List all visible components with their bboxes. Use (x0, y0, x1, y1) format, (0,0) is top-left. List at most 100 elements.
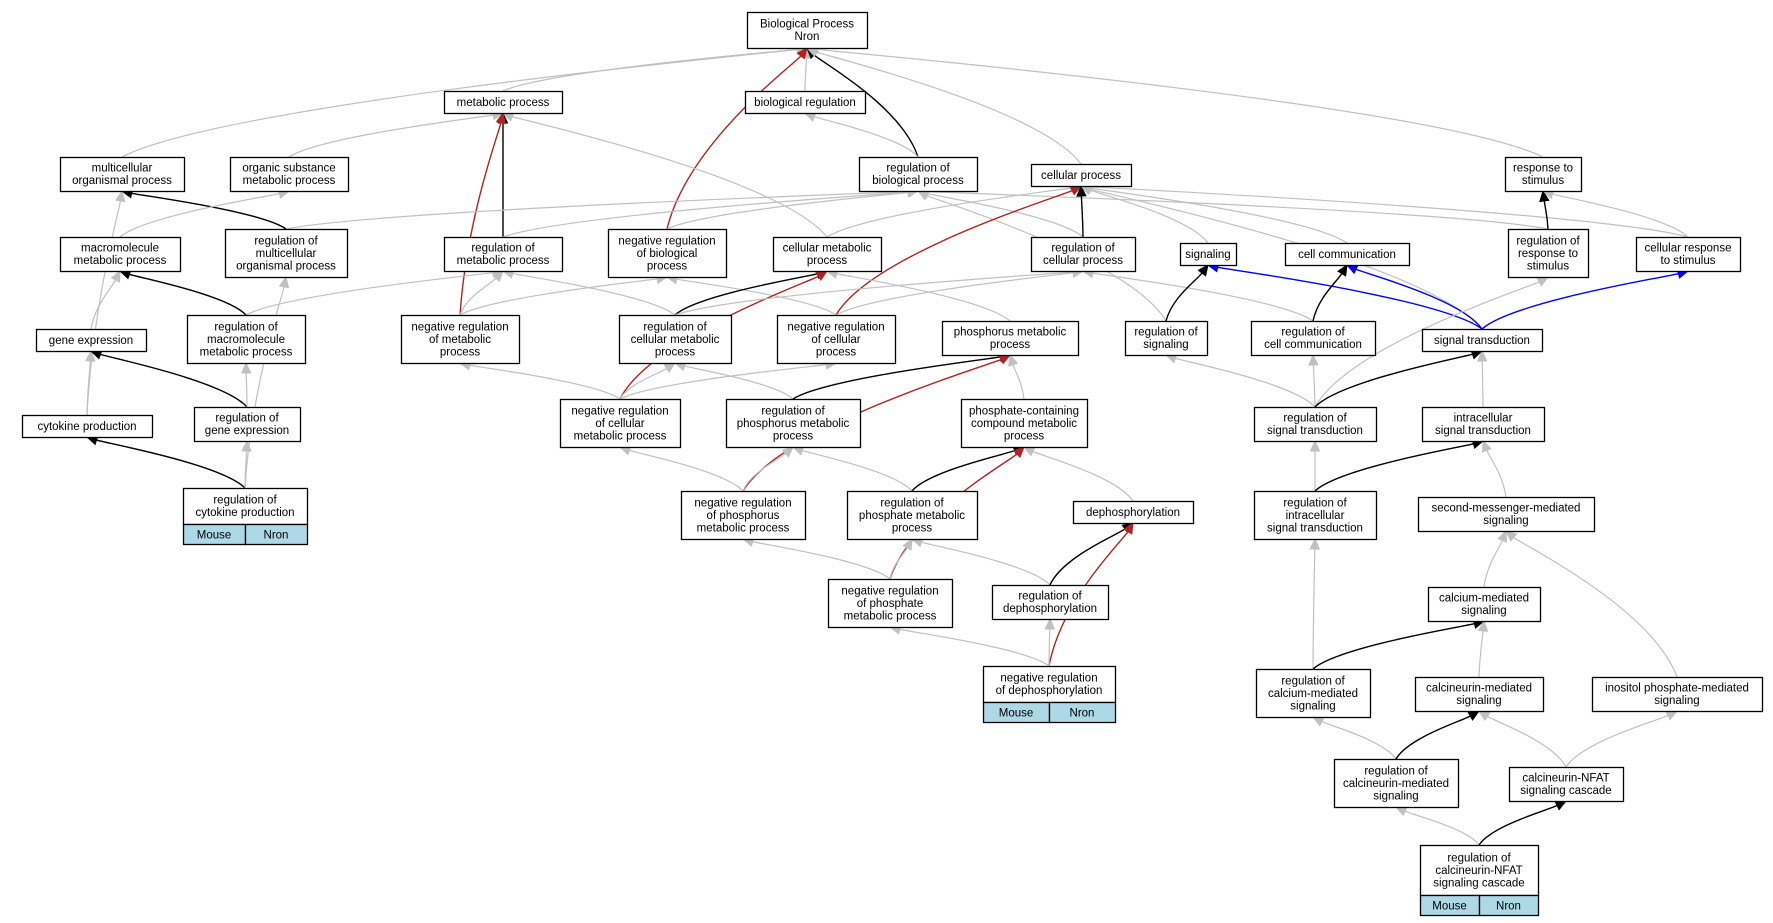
edge-arrowhead (815, 270, 829, 282)
edge-arrowhead (115, 189, 126, 203)
node-breg[interactable]: biological regulation (744, 90, 867, 115)
species-cell-label: Nron (264, 530, 289, 542)
node-label: second-messenger-mediated (1432, 503, 1581, 515)
edge-line (245, 372, 248, 408)
node-label: of metabolic (429, 334, 491, 346)
edge (805, 44, 1544, 158)
edge-arrowhead (1123, 521, 1134, 535)
node-label: signaling cascade (1433, 877, 1524, 889)
edge (889, 537, 913, 580)
edge-line (1312, 364, 1316, 408)
node-box (772, 236, 883, 273)
edge-line (666, 191, 909, 230)
node-box (982, 665, 1117, 704)
node-deph[interactable]: dephosphorylation (1072, 500, 1195, 525)
node-label: regulation of (215, 413, 279, 425)
node-mp[interactable]: metabolic process (443, 90, 564, 115)
edge-line (742, 453, 786, 492)
node-st[interactable]: signal transduction (1421, 328, 1544, 353)
edge-line (813, 54, 919, 158)
edge-arrowhead (1337, 263, 1348, 277)
node-label: multicellular (92, 163, 153, 175)
edge (459, 273, 669, 316)
edge-arrowhead (240, 361, 252, 374)
node-box (443, 236, 564, 273)
node-label: biological regulation (754, 97, 856, 109)
edge-line (502, 191, 909, 238)
node-label: macromolecule (81, 243, 159, 255)
node-label: regulation of (1364, 765, 1428, 777)
edge-line (119, 193, 280, 238)
node-cp[interactable]: cellular process (1030, 163, 1133, 188)
edge-line (792, 356, 1001, 400)
node-label: cell communication (1264, 339, 1362, 351)
edge (665, 274, 837, 316)
node-label: cellular process (1041, 170, 1121, 182)
node-box (224, 228, 349, 279)
node-label: inositol phosphate-mediated (1605, 683, 1749, 695)
edge-line (1314, 281, 1540, 408)
edge-line (90, 279, 117, 330)
node-rcnms[interactable]: regulation ofcalcineurin-mediatedsignali… (1333, 758, 1460, 809)
node-label: cellular response (1645, 243, 1732, 255)
edge-line (121, 48, 798, 158)
species-cell (244, 523, 309, 546)
node-label: metabolic process (457, 97, 550, 109)
node-cc[interactable]: cell communication (1284, 242, 1411, 267)
node-label: process (990, 339, 1031, 351)
node-sig[interactable]: signaling (1179, 242, 1238, 267)
node-cyt[interactable]: cytokine production (21, 414, 154, 439)
edge-line (815, 51, 1082, 165)
node-label: regulation of (1281, 675, 1345, 687)
node-label: Nron (795, 31, 820, 43)
node-label: of dephosphorylation (996, 685, 1103, 697)
edge-line (921, 541, 1051, 586)
node-label: signal transduction (1267, 425, 1363, 437)
edge (803, 111, 919, 158)
edge-arrowhead (1309, 439, 1321, 452)
edge (1308, 353, 1319, 408)
node-ge[interactable]: gene expression (35, 328, 148, 353)
